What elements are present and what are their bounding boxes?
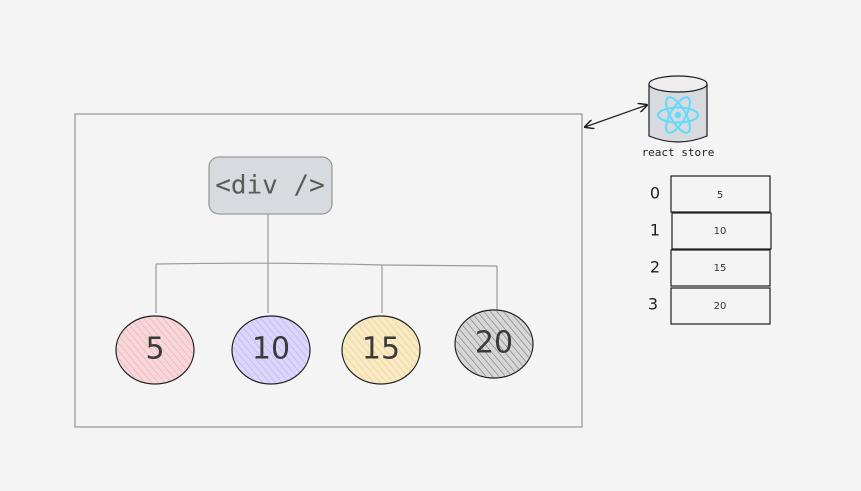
array-cell-value: 15 — [714, 263, 727, 274]
array-row-2: 2 15 — [650, 249, 771, 287]
array-row-3: 3 20 — [648, 287, 771, 325]
atom-orbit-left — [665, 96, 691, 134]
array-index: 1 — [650, 221, 660, 240]
child-node-label: 10 — [252, 332, 290, 367]
child-node-hatch — [233, 317, 309, 383]
atom-nucleus — [674, 111, 682, 119]
child-node-label: 20 — [475, 326, 513, 361]
store-array: 0 5 1 10 2 15 3 20 — [648, 175, 772, 325]
array-row-1: 1 10 — [650, 212, 772, 250]
array-row-0: 0 5 — [650, 175, 771, 213]
array-cell — [670, 287, 771, 325]
array-index: 0 — [650, 184, 660, 203]
array-index: 2 — [650, 258, 660, 277]
array-index: 3 — [648, 295, 658, 314]
child-node-15: 15 — [341, 315, 421, 385]
atom-orbit-right — [665, 96, 691, 134]
array-cell — [670, 175, 771, 213]
child-node-20: 20 — [454, 309, 534, 379]
child-node-label: 15 — [362, 332, 400, 367]
store-cylinder-top — [648, 75, 708, 93]
atom-orbit-horizontal — [657, 106, 699, 124]
child-node-10: 10 — [231, 315, 311, 385]
react-atom-icon — [657, 96, 699, 134]
array-cell — [670, 249, 771, 287]
store-caption: react store — [642, 146, 715, 159]
react-store: react store — [642, 75, 715, 159]
array-cell — [671, 212, 772, 250]
div-element-label: <div /> — [215, 171, 325, 201]
component-frame — [74, 113, 583, 428]
sync-arrow — [585, 105, 647, 127]
child-node-hatch — [456, 311, 532, 377]
div-element-node: <div /> — [208, 156, 333, 215]
array-cell-value: 20 — [714, 301, 727, 312]
child-node-hatch — [117, 317, 193, 383]
div-element-box — [208, 156, 333, 215]
array-cell-value: 10 — [714, 226, 727, 237]
connector-horizontal-bar — [155, 262, 498, 267]
child-node-5: 5 — [115, 315, 195, 385]
child-node-label: 5 — [145, 332, 164, 367]
tree-connectors — [155, 214, 498, 313]
array-cell-value: 5 — [717, 190, 723, 201]
child-node-hatch — [343, 317, 419, 383]
